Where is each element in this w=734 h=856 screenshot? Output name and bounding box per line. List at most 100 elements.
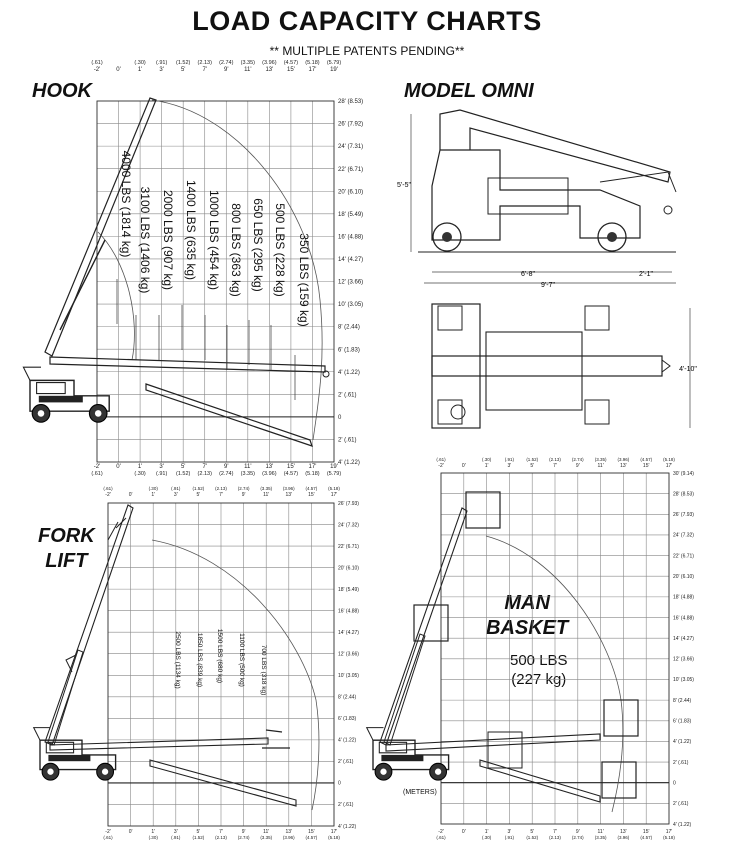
basket_chart-x-tick-feet: 0' (462, 829, 466, 835)
fork_chart-y-tick-label: 6' (1.83) (338, 716, 357, 722)
fork_chart-x-tick-metric: (5.18) (328, 486, 340, 491)
hook_chart-y-tick-label: 4' (1.22) (338, 370, 360, 376)
basket_chart-x-tick-feet: 5' (530, 463, 534, 469)
basket_chart-x-tick-metric: (4.57) (640, 457, 652, 462)
fork_chart-x-tick-metric: (5.18) (328, 835, 340, 840)
hook_chart-y-tick-label: 4' (1.22) (338, 460, 360, 466)
fork-load-label: 700 LBS (318 kg) (260, 645, 267, 696)
fork-label-line2: LIFT (45, 550, 88, 572)
fork_chart-x-tick-metric: (3.96) (283, 486, 295, 491)
hook-load-label: 500 LBS (228 kg) (273, 203, 287, 296)
basket_chart-y-tick-label: 26' (7.93) (673, 512, 694, 518)
basket_chart-x-tick-feet: 11' (598, 829, 604, 835)
basket_chart-x-tick-feet: 3' (508, 463, 512, 469)
hook-hook-end (322, 370, 330, 378)
fork_chart-x-tick-feet: 9' (242, 829, 246, 835)
basket_chart-x-tick-metric: (.91) (505, 835, 515, 840)
omni-top-wheel-fl (584, 305, 610, 331)
basket_chart-y-tick-label: 10' (3.05) (673, 677, 694, 683)
hook_chart-y-tick-label: 2' (.61) (338, 438, 357, 444)
basket_chart-y-tick-label: 18' (4.88) (673, 595, 694, 601)
fork_chart-x-tick-feet: 9' (242, 492, 246, 498)
fork_chart-y-tick-label: 0 (338, 781, 341, 787)
fork-rear-hub (47, 768, 54, 775)
hook-boom-lowered (145, 383, 313, 447)
omni-top-deck (485, 331, 583, 411)
hook-load-label: 3100 LBS (1406 kg) (138, 187, 152, 294)
basket_chart-y-tick-label: 28' (8.53) (673, 491, 694, 497)
basket_chart-x-tick-feet: 1' (485, 463, 489, 469)
hook_chart-x-tick-metric: (1.52) (176, 471, 191, 477)
basket_chart-x-tick-feet: -2' (438, 829, 443, 835)
hook_chart-x-tick-feet: 13' (265, 464, 273, 470)
fork-load-label: 1850 LBS (839 kg) (196, 633, 203, 687)
basket_chart-x-tick-metric: (2.13) (549, 457, 561, 462)
hook_chart-y-tick-label: 22' (6.71) (338, 167, 363, 173)
man-basket-chart-label: MAN BASKET (486, 591, 568, 641)
fork_chart-x-tick-metric: (3.35) (260, 835, 272, 840)
fork_chart-x-tick-feet: 7' (219, 492, 223, 498)
hook_chart-y-tick-label: 8' (2.44) (338, 325, 360, 331)
omni-side-engine-cover (487, 177, 569, 215)
hook_chart-x-tick-metric: (2.13) (198, 60, 213, 66)
omni-side-boom-tip (599, 171, 677, 193)
basket_chart-y-tick-label: 6' (1.83) (673, 719, 692, 725)
hook_chart-x-tick-feet: 1' (138, 67, 142, 73)
hook_chart-y-tick-label: 16' (4.88) (338, 234, 363, 240)
fork-lift-chart: 26' (7.93)24' (7.32)22' (6.71)20' (6.10)… (32, 486, 359, 840)
basket_chart-x-tick-metric: (1.52) (526, 835, 538, 840)
basket-platform-horizontal (603, 699, 639, 737)
fork-load-label: 1100 LBS (500 kg) (238, 633, 245, 687)
hook_chart-x-tick-feet: 11' (244, 67, 251, 73)
basket_chart-x-tick-feet: 13' (620, 829, 627, 835)
hook_chart-x-tick-feet: 17' (309, 67, 317, 73)
omni-side-rear-hub (442, 232, 452, 242)
fork_chart-plot-frame (107, 502, 335, 827)
basket_chart-x-tick-metric: (3.96) (618, 457, 630, 462)
basket_chart-x-tick-metric: (2.13) (549, 835, 561, 840)
fork_chart-y-tick-label: 10' (3.05) (338, 673, 359, 679)
hook_chart-x-tick-feet: 5' (181, 67, 185, 73)
fork_chart-x-tick-metric: (.30) (149, 835, 159, 840)
hook_chart-x-tick-metric: (1.52) (176, 60, 191, 66)
hook_chart-x-tick-feet: 15' (287, 67, 295, 73)
basket_chart-x-tick-feet: 9' (576, 463, 580, 469)
omni-length-dim: 9'-7" (541, 282, 555, 289)
basket-label-line1: MAN (504, 592, 550, 614)
hook-boom-raised (44, 97, 157, 357)
omni-width-dim: 4'-10" (679, 366, 697, 373)
hook-boom-cylinder (59, 239, 106, 331)
basket_chart-y-tick-label: 2' (.61) (673, 760, 689, 766)
fork_chart-x-tick-feet: 0' (129, 829, 133, 835)
fork-label-line1: FORK (38, 525, 95, 547)
basket-boom-lowered (479, 759, 601, 803)
hook-load-label: 650 LBS (295 kg) (251, 198, 265, 291)
basket_chart-x-tick-metric: (2.74) (572, 457, 584, 462)
hook-chart: 28' (8.53)26' (7.92)24' (7.31)22' (6.71)… (22, 60, 363, 477)
fork-load-label: 2500 LBS (1134 kg) (174, 631, 181, 688)
basket_chart-x-tick-metric: (5.18) (663, 835, 675, 840)
basket_chart-x-tick-feet: 1' (485, 829, 489, 835)
fork_chart-y-tick-label: 4' (1.22) (338, 824, 357, 830)
hook_chart-x-tick-metric: (.61) (91, 60, 102, 66)
omni-side-rear-wheel (432, 222, 462, 252)
hook-nameplate (38, 395, 83, 403)
hook-front-hub (94, 410, 102, 417)
basket_chart-x-tick-feet: 9' (576, 829, 580, 835)
hook_chart-y-tick-label: 12' (3.66) (338, 280, 363, 286)
fork_chart-x-tick-feet: 13' (286, 492, 293, 498)
fork_chart-x-tick-metric: (4.57) (306, 835, 318, 840)
fork_chart-x-tick-metric: (.61) (103, 486, 113, 491)
omni-height-dim: 5'-5" (397, 182, 411, 189)
basket_chart-y-tick-label: 30' (9.14) (673, 471, 694, 477)
hook_chart-x-tick-metric: (.30) (134, 60, 145, 66)
omni-top-rear-frame (431, 303, 481, 429)
omni-side-front-wheel (597, 222, 627, 252)
fork_chart-x-tick-metric: (1.52) (193, 486, 205, 491)
basket_chart-x-tick-feet: 13' (620, 463, 627, 469)
fork-boom-raised (44, 504, 134, 746)
omni-side-chassis (431, 149, 641, 241)
fork_chart-y-tick-label: 8' (2.44) (338, 695, 357, 701)
fork_chart-y-tick-label: 18' (5.49) (338, 587, 359, 593)
basket_chart-x-tick-metric: (2.74) (572, 835, 584, 840)
